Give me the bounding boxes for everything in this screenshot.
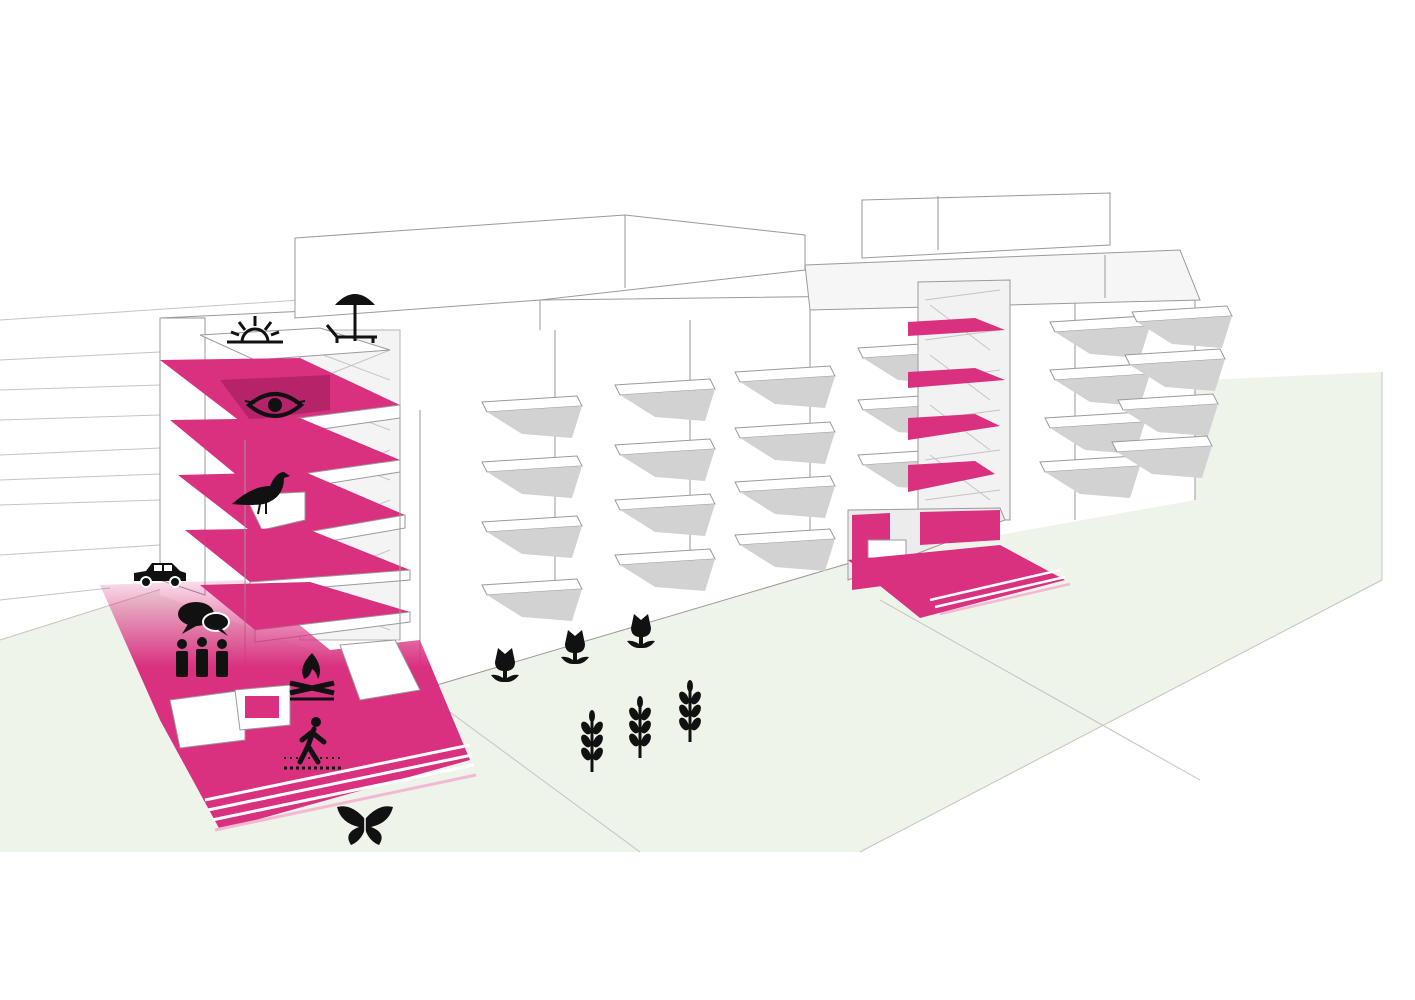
people-group-icon <box>176 637 228 677</box>
speech-bubbles-icon <box>178 602 229 636</box>
right-stair-core <box>847 279 1071 618</box>
sunbed-umbrella-icon <box>327 294 377 343</box>
left-tower <box>159 317 411 740</box>
bird-icon <box>232 472 290 514</box>
campfire-icon <box>290 653 334 699</box>
pedestrian-icon <box>284 717 344 768</box>
terrace-floor-2 <box>170 418 400 482</box>
plaza <box>100 580 477 832</box>
eye-icon <box>245 394 305 416</box>
roof-volumes <box>294 192 1201 330</box>
sunrise-icon <box>227 316 283 342</box>
plaza-stripes <box>204 743 477 832</box>
terrace-floor-4 <box>185 528 410 582</box>
car-icon <box>134 563 186 587</box>
butterfly-icon <box>337 806 393 845</box>
